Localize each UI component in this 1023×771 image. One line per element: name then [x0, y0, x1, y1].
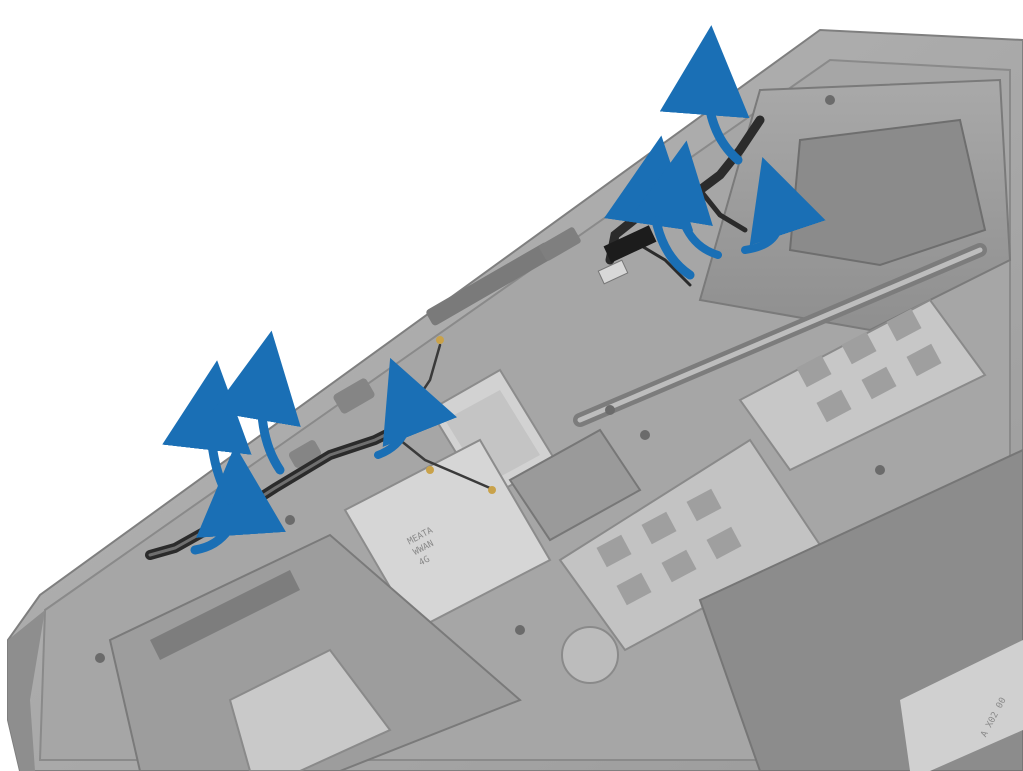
lift-arrow-8 — [374, 357, 457, 459]
heat-sink-area — [573, 78, 1012, 427]
memory-modules — [558, 298, 987, 652]
lift-arrow-5 — [190, 445, 286, 555]
battery-sticker — [900, 640, 1023, 771]
antenna-wire-2 — [398, 438, 492, 490]
lift-arrow-1 — [659, 25, 750, 165]
chassis-front-lip — [8, 610, 45, 771]
lift-arrows — [162, 25, 826, 555]
system-board-area — [108, 533, 619, 771]
connector-strip — [150, 570, 300, 660]
port-cutouts — [288, 227, 581, 468]
lift-arrow-6 — [162, 360, 252, 505]
display-connector — [603, 225, 657, 263]
mini-board — [508, 428, 642, 542]
lift-arrow-7 — [212, 330, 301, 475]
lift-arrow-3 — [633, 140, 722, 259]
wwan-card-label-line3: 4G — [417, 555, 431, 569]
lift-arrow-4 — [741, 157, 826, 254]
coin-battery — [561, 626, 619, 684]
ssd-module — [228, 648, 392, 771]
battery-area: A X02 00 — [698, 448, 1023, 771]
screws — [95, 95, 885, 663]
